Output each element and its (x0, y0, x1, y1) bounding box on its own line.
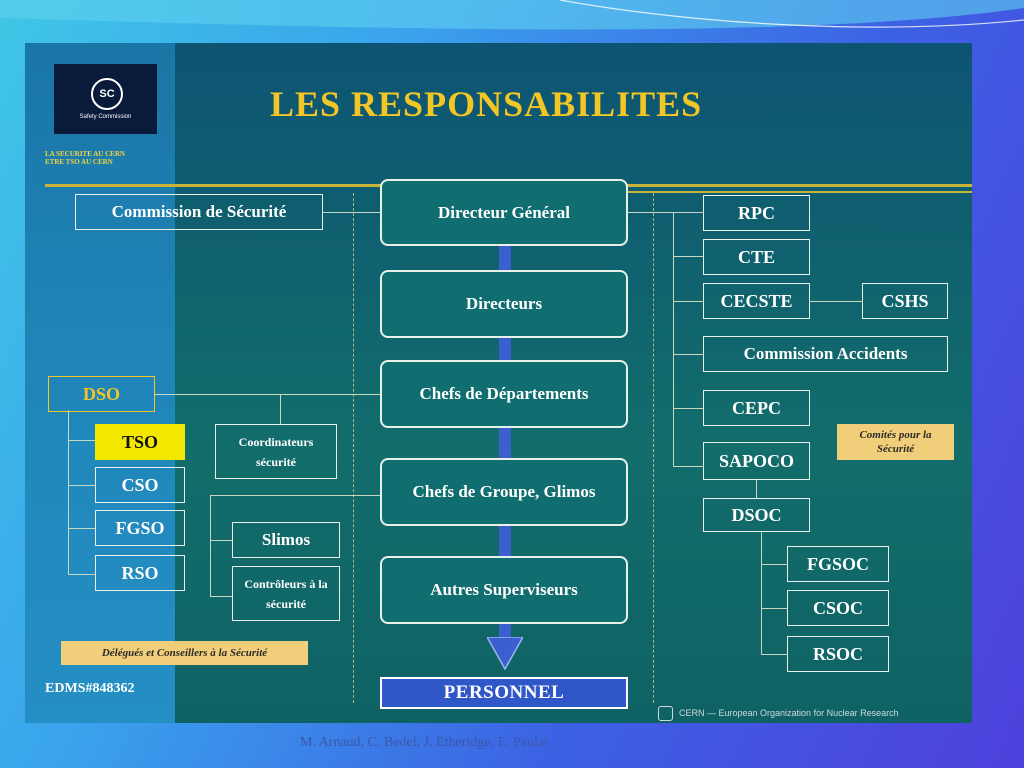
connector (68, 440, 95, 441)
box-slimos: Slimos (232, 522, 340, 558)
left-strip (25, 43, 175, 723)
arrow-segment (499, 526, 511, 556)
cern-text: CERN — European Organization for Nuclear… (679, 708, 899, 718)
connector (210, 495, 380, 496)
box-rso: RSO (95, 555, 185, 591)
connector (323, 212, 380, 213)
connector (68, 528, 95, 529)
box-commission-accidents: Commission Accidents (703, 336, 948, 372)
connector (761, 654, 787, 655)
logo-text: Safety Commission (79, 114, 132, 120)
box-directeurs: Directeurs (380, 270, 628, 338)
connector (673, 466, 703, 467)
box-cepc: CEPC (703, 390, 810, 426)
gold-rule (625, 191, 972, 193)
box-autres-superviseurs: Autres Superviseurs (380, 556, 628, 624)
down-arrow-icon (487, 637, 523, 671)
logo-caption-line1: LA SECURITE AU CERN (45, 150, 125, 158)
connector (210, 540, 232, 541)
box-cso: CSO (95, 467, 185, 503)
box-fgsoc: FGSOC (787, 546, 889, 582)
box-controleurs: Contrôleurs à la sécurité (232, 566, 340, 621)
connector (280, 394, 281, 424)
connector (673, 256, 703, 257)
logo-symbol: SC (91, 78, 123, 110)
connector (68, 410, 69, 575)
connector (673, 408, 703, 409)
box-dsoc: DSOC (703, 498, 810, 532)
safety-commission-logo: SC Safety Commission (54, 64, 157, 134)
arrow-segment (499, 246, 511, 270)
box-csoc: CSOC (787, 590, 889, 626)
box-chefs-groupe: Chefs de Groupe, Glimos (380, 458, 628, 526)
note-delegues: Délégués et Conseillers à la Sécurité (61, 641, 308, 665)
connector (761, 564, 787, 565)
connector (210, 596, 232, 597)
box-fgso: FGSO (95, 510, 185, 546)
arrow-segment (499, 624, 511, 640)
edms-reference: EDMS#848362 (45, 681, 135, 696)
box-dso: DSO (48, 376, 155, 412)
footer-authors: M. Arnaud, C. Bedel, J. Etheridge, E. Pa… (300, 735, 549, 750)
separator-left (353, 193, 354, 703)
slide-image: SC Safety Commission LA SECURITE AU CERN… (25, 43, 972, 723)
box-tso: TSO (95, 424, 185, 460)
connector (210, 495, 211, 596)
box-sapoco: SAPOCO (703, 442, 810, 480)
box-chefs-departements: Chefs de Départements (380, 360, 628, 428)
slide-title: LES RESPONSABILITES (270, 84, 703, 124)
connector (810, 301, 862, 302)
box-directeur-general: Directeur Général (380, 179, 628, 246)
cern-logo-icon (658, 706, 673, 722)
connector (761, 608, 787, 609)
box-cshs: CSHS (862, 283, 948, 319)
box-rsoc: RSOC (787, 636, 889, 672)
arrow-segment (499, 338, 511, 360)
connector (673, 301, 703, 302)
connector (673, 354, 703, 355)
header-swoosh (0, 0, 1024, 30)
cern-bar: CERN — European Organization for Nuclear… (652, 703, 972, 723)
connector (155, 394, 380, 395)
connector (68, 485, 95, 486)
connector (628, 212, 703, 213)
separator-right (653, 193, 654, 703)
connector (761, 532, 762, 654)
logo-caption-line2: ETRE TSO AU CERN (45, 158, 113, 166)
box-commission-securite: Commission de Sécurité (75, 194, 323, 230)
box-personnel: PERSONNEL (380, 677, 628, 709)
logo-caption: LA SECURITE AU CERN ETRE TSO AU CERN (45, 150, 165, 166)
arrow-segment (499, 428, 511, 458)
box-cecste: CECSTE (703, 283, 810, 319)
connector (68, 574, 95, 575)
box-cte: CTE (703, 239, 810, 275)
connector (673, 212, 674, 467)
box-coordinateurs: Coordinateurs sécurité (215, 424, 337, 479)
box-rpc: RPC (703, 195, 810, 231)
note-comites: Comités pour la Sécurité (837, 424, 954, 460)
connector (756, 480, 757, 498)
